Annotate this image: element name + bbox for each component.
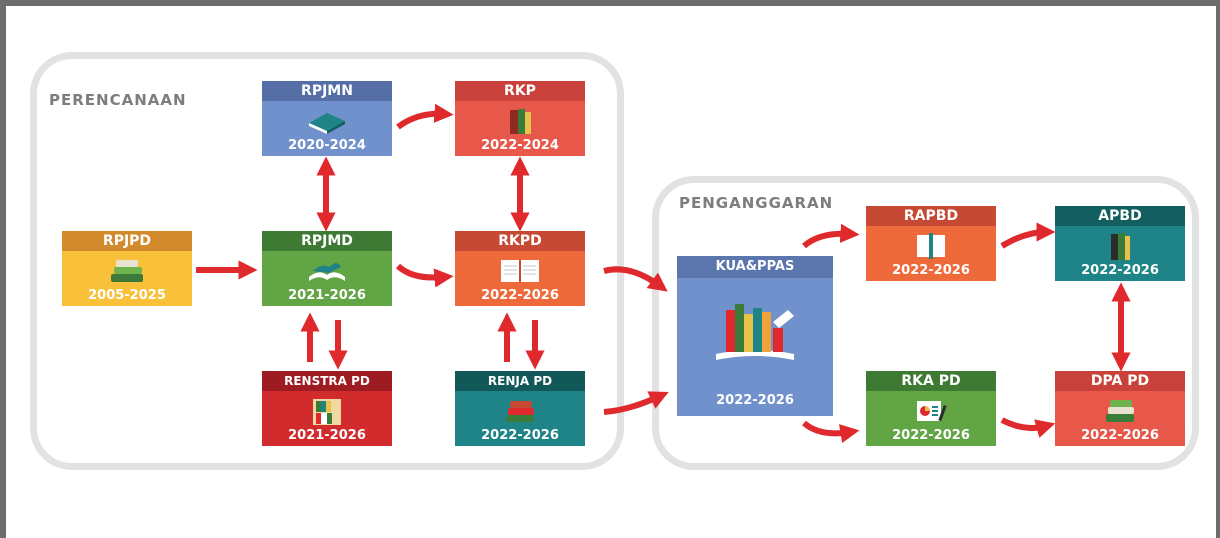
arrow-rkpd-to-kua: [603, 266, 668, 292]
card-rapbd-title: RAPBD: [866, 206, 996, 226]
card-rapbd[interactable]: RAPBD 2022-2026: [866, 206, 996, 281]
card-apbd[interactable]: APBD 2022-2026: [1055, 206, 1185, 281]
card-rpjmn[interactable]: RPJMN 2020-2024: [262, 81, 392, 156]
card-rpjpd[interactable]: RPJPD 2005-2025: [62, 231, 192, 306]
arrow-rka-to-dpa: [1000, 417, 1056, 438]
card-rka-pd-years: 2022-2026: [892, 428, 970, 443]
card-kua-ppas-title: KUA&PPAS: [677, 256, 833, 278]
card-rkp[interactable]: RKP 2022-2024: [455, 81, 585, 156]
books-icon: [1055, 231, 1185, 261]
card-apbd-years: 2022-2026: [1081, 263, 1159, 278]
card-dpa-pd-title: DPA PD: [1055, 371, 1185, 391]
card-rpjpd-years: 2005-2025: [88, 288, 166, 303]
open-book-icon: [455, 256, 585, 286]
card-rka-pd[interactable]: RKA PD 2022-2026: [866, 371, 996, 446]
open-book-icon: [262, 256, 392, 286]
card-kua-ppas[interactable]: KUA&PPAS 2022-2026: [677, 256, 833, 416]
card-renja-pd-years: 2022-2026: [481, 428, 559, 443]
card-rkpd-title: RKPD: [455, 231, 585, 251]
card-renja-pd-title: RENJA PD: [455, 371, 585, 391]
card-rka-pd-title: RKA PD: [866, 371, 996, 391]
bookshelf-icon: [262, 396, 392, 426]
budgeting-group-title: PENGANGGARAN: [679, 194, 834, 212]
card-rkp-years: 2022-2024: [481, 138, 559, 153]
card-kua-ppas-years: 2022-2026: [716, 393, 794, 408]
card-renstra-pd[interactable]: RENSTRA PD 2021-2026: [262, 371, 392, 446]
card-dpa-pd[interactable]: DPA PD 2022-2026: [1055, 371, 1185, 446]
card-renstra-pd-title: RENSTRA PD: [262, 371, 392, 391]
book-stack-icon: [455, 396, 585, 426]
library-books-icon: [677, 292, 833, 364]
card-apbd-title: APBD: [1055, 206, 1185, 226]
arrow-kua-to-rka: [802, 420, 860, 444]
card-rpjmn-years: 2020-2024: [288, 138, 366, 153]
card-renstra-pd-years: 2021-2026: [288, 428, 366, 443]
arrow-rpjmn-to-rkp: [396, 103, 454, 130]
card-renja-pd[interactable]: RENJA PD 2022-2026: [455, 371, 585, 446]
planning-group-title: PERENCANAAN: [49, 91, 187, 109]
card-rpjmd-title: RPJMD: [262, 231, 392, 251]
books-icon: [455, 106, 585, 136]
card-rkpd-years: 2022-2026: [481, 288, 559, 303]
arrow-rapbd-to-apbd: [1000, 222, 1056, 249]
arrow-rpjmd-to-rkpd: [395, 263, 454, 288]
card-rpjmd-years: 2021-2026: [288, 288, 366, 303]
book-stack-icon: [62, 256, 192, 286]
arrow-kua-to-rapbd: [802, 223, 860, 249]
card-rkpd[interactable]: RKPD 2022-2026: [455, 231, 585, 306]
card-rpjmn-title: RPJMN: [262, 81, 392, 101]
card-rkp-title: RKP: [455, 81, 585, 101]
card-rpjpd-title: RPJPD: [62, 231, 192, 251]
card-rpjmd[interactable]: RPJMD 2021-2026: [262, 231, 392, 306]
book-icon: [262, 106, 392, 136]
arrow-renja-to-kua: [603, 391, 669, 415]
card-rapbd-years: 2022-2026: [892, 263, 970, 278]
open-book-icon: [866, 231, 996, 261]
report-icon: [866, 396, 996, 426]
card-dpa-pd-years: 2022-2026: [1081, 428, 1159, 443]
book-stack-icon: [1055, 396, 1185, 426]
